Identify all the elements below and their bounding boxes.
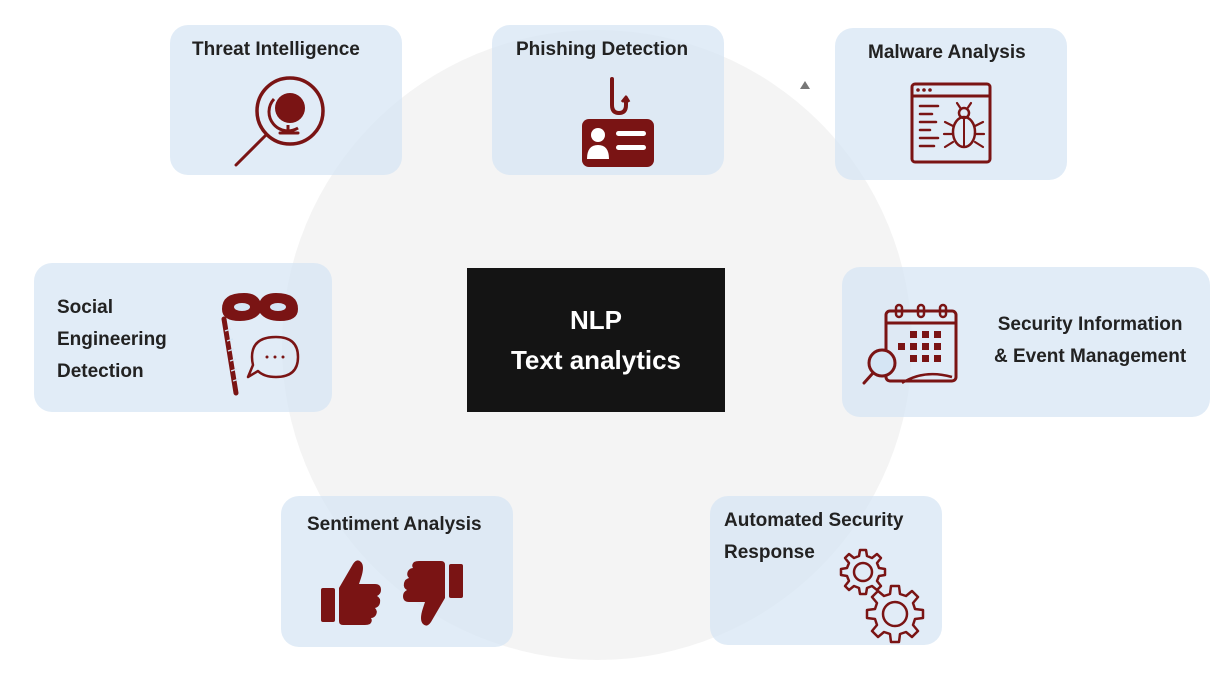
card-social-engineering-line-1: Social	[57, 297, 113, 318]
card-phishing-detection-label: Phishing Detection	[516, 39, 689, 60]
cursor-arrow-icon	[800, 81, 810, 89]
card-social-engineering-line-2: Engineering	[57, 329, 167, 350]
center-nlp-box: NLP Text analytics	[467, 268, 725, 412]
card-threat-intelligence: Threat Intelligence	[170, 25, 402, 175]
card-sentiment-analysis-label: Sentiment Analysis	[307, 514, 482, 535]
card-threat-intelligence-label: Threat Intelligence	[192, 39, 360, 60]
thumbs-down-icon	[403, 561, 463, 626]
card-automated-response-label: Automated Security Response	[724, 505, 903, 569]
center-title: NLP	[570, 305, 622, 335]
card-automated-security-response: Automated Security Response	[710, 496, 942, 645]
calendar-magnifier-icon	[862, 303, 958, 385]
hook-id-card-icon	[582, 77, 654, 167]
card-siem: Security Information & Event Management	[842, 267, 1210, 417]
card-social-engineering-line-3: Detection	[57, 361, 144, 382]
card-automated-response-line-2: Response	[724, 542, 815, 563]
browser-bug-icon	[910, 82, 992, 164]
card-siem-label: Security Information & Event Management	[994, 309, 1186, 373]
thumbs-up-icon	[321, 560, 381, 625]
card-social-engineering-detection: Social Engineering Detection	[34, 263, 332, 412]
card-automated-response-line-1: Automated Security	[724, 510, 904, 531]
mask-speech-bubble-icon	[221, 293, 300, 396]
card-social-engineering-label: Social Engineering Detection	[57, 292, 167, 388]
card-phishing-detection: Phishing Detection	[492, 25, 724, 175]
card-siem-line-1: Security Information	[997, 314, 1183, 335]
card-sentiment-analysis: Sentiment Analysis	[281, 496, 513, 647]
card-malware-analysis: Malware Analysis	[835, 28, 1067, 180]
gears-icon	[839, 548, 925, 644]
card-malware-analysis-label: Malware Analysis	[868, 42, 1026, 63]
center-subtitle: Text analytics	[510, 345, 682, 375]
card-siem-line-2: & Event Management	[994, 346, 1187, 367]
magnifier-globe-icon	[234, 76, 325, 167]
